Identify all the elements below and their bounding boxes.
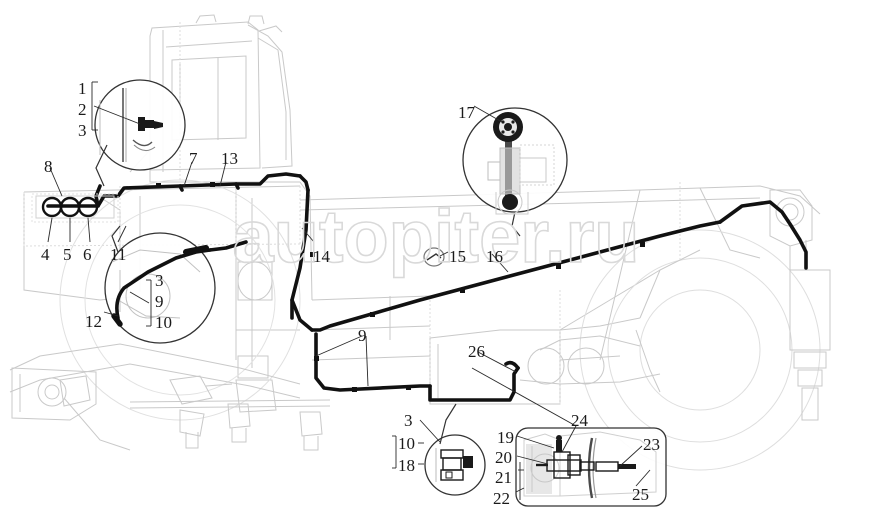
callout-9: 9	[358, 326, 367, 345]
callout-10b: 10	[155, 313, 172, 332]
tee-connector-15	[423, 247, 445, 267]
callout-11: 11	[110, 245, 127, 264]
clamp-stack-graphic	[31, 193, 119, 223]
callout-2: 2	[78, 100, 87, 119]
callout-10c: 10	[398, 434, 415, 453]
tube-clip-markers	[156, 182, 645, 392]
callout-16: 16	[486, 247, 503, 266]
brake-line-network	[46, 172, 808, 402]
callout-25: 25	[632, 485, 649, 504]
callout-19: 19	[497, 428, 514, 447]
callout-23: 23	[643, 435, 660, 454]
detail-a-contents	[99, 88, 163, 162]
callout-5: 5	[63, 245, 72, 264]
callout-8: 8	[44, 157, 53, 176]
callout-20: 20	[495, 448, 512, 467]
callout-21: 21	[495, 468, 512, 487]
callout-6: 6	[83, 245, 92, 264]
callout-15: 15	[449, 247, 466, 266]
leader-lines	[47, 81, 651, 500]
callout-7: 7	[189, 149, 198, 168]
callout-13: 13	[221, 149, 238, 168]
callout-24: 24	[571, 411, 588, 430]
callout-4: 4	[41, 245, 50, 264]
detail-d-contents	[435, 448, 473, 482]
callout-26: 26	[468, 342, 485, 361]
callout-18: 18	[398, 456, 415, 475]
callout-1: 1	[78, 79, 87, 98]
callout-14: 14	[313, 247, 330, 266]
detail-circle-d	[424, 434, 486, 496]
callout-3b: 3	[155, 271, 164, 290]
callout-9b: 9	[155, 292, 164, 311]
detail-c-contents	[487, 112, 555, 215]
callout-22: 22	[493, 489, 510, 508]
callout-12: 12	[85, 312, 102, 331]
callout-3: 3	[78, 121, 87, 140]
callout-3c: 3	[404, 411, 413, 430]
callout-17: 17	[458, 103, 475, 122]
